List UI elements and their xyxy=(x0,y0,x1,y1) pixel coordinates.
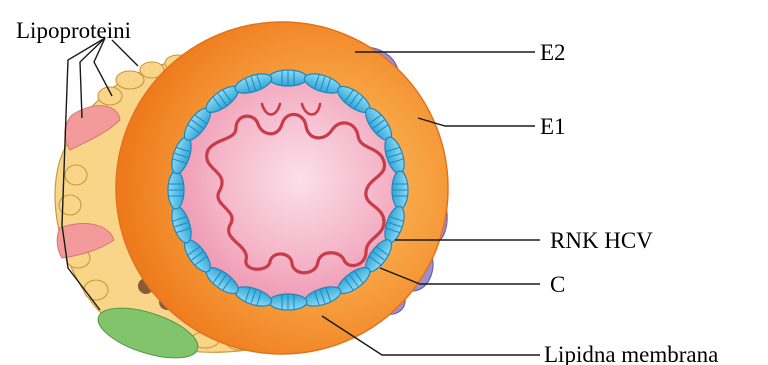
label-e1: E1 xyxy=(540,114,566,139)
lipoprotein-bead xyxy=(84,280,108,300)
capsid-protein-unit xyxy=(392,171,408,209)
label-core: C xyxy=(550,272,565,297)
capsid-protein-unit xyxy=(168,171,184,209)
lipoprotein-bead xyxy=(65,165,87,185)
capsid-protein-unit xyxy=(269,294,307,310)
label-e2: E2 xyxy=(540,40,566,65)
lipoprotein-bead xyxy=(116,71,144,89)
lipoprotein-bead xyxy=(98,87,122,105)
label-lipoproteins: Lipoproteini xyxy=(16,18,131,43)
capsid-protein-unit xyxy=(269,70,307,86)
leader-line-lipoproteins xyxy=(112,40,138,66)
label-lipid-membrane: Lipidna membrana xyxy=(544,342,718,365)
label-rna-hcv: RNK HCV xyxy=(550,228,653,253)
